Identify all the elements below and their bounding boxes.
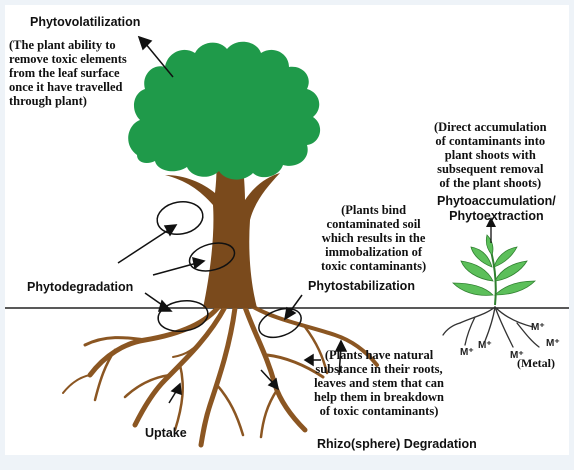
metal-ion-label: M⁺ [531,322,545,333]
small-plant [442,217,540,348]
metal-ion-label: M⁺ [546,338,560,349]
phytovolatilization-note: (The plant ability to remove toxic eleme… [9,38,127,108]
highlight-ellipses [156,200,302,339]
arrows [117,35,348,404]
metal-ion-label: M⁺ [478,340,492,351]
phytodegradation-label: Phytodegradation [27,280,134,294]
metal-label: (Metal) [517,356,555,370]
uptake-label: Uptake [145,426,187,440]
phytoremediation-illustration [5,35,569,448]
rhizo-degradation-label: Rhizo(sphere) Degradation [317,437,477,451]
phytostabilization-note: (Plants bind contaminated soil which res… [321,203,427,273]
tree-roots [62,302,379,448]
metal-ion-label: M⁺ [460,347,474,358]
phytoaccumulation-note: (Direct accumulation of contaminants int… [434,120,547,190]
phytoaccumulation-label: Phytoaccumulation/ Phytoextraction [437,194,556,223]
rhizo-degradation-note: (Plants have natural substance in their … [314,348,445,418]
tree-trunk [165,145,280,308]
diagram-panel: Phytovolatilization (The plant ability t… [5,5,569,455]
phytostabilization-label: Phytostabilization [308,279,415,293]
phytovolatilization-label: Phytovolatilization [30,15,141,29]
metal-ion-label: M⁺ [510,350,524,361]
tree-canopy [128,41,321,180]
